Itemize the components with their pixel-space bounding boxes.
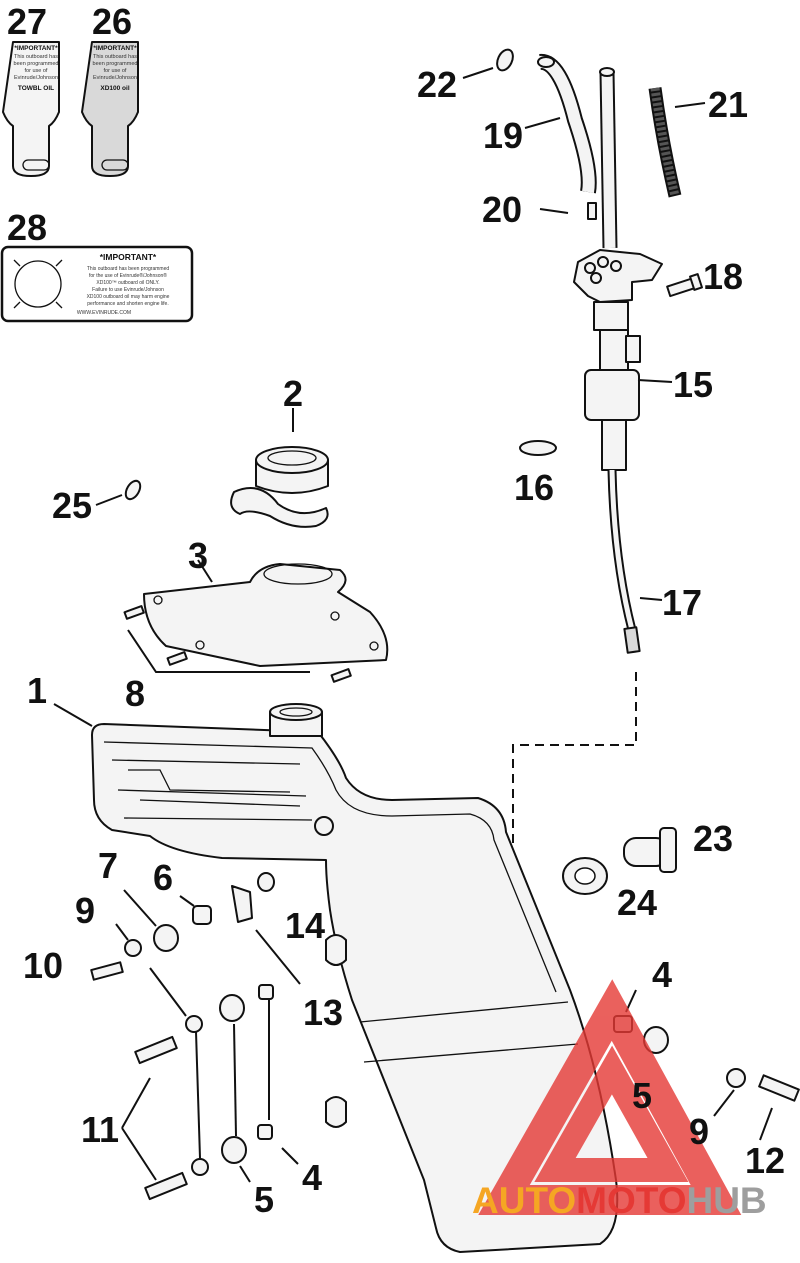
part-15-pickup (573, 249, 673, 471)
callout-25: 25 (52, 485, 92, 526)
callout-24: 24 (617, 882, 657, 923)
watermark-moto: MOTO (576, 1180, 686, 1221)
decal28-line1: *IMPORTANT* (100, 252, 157, 262)
part-11-bolts (121, 1035, 188, 1201)
part-24-grommet (562, 857, 608, 895)
callout-22: 22 (417, 64, 457, 105)
decal27-line3: been programmed (14, 61, 59, 67)
callout-19: 19 (483, 115, 523, 156)
part-9-washers-lower (149, 967, 209, 1176)
part-17-tube (607, 469, 663, 654)
callout-4-right: 4 (652, 954, 672, 995)
callout-12: 12 (745, 1140, 785, 1181)
decal-28: *IMPORTANT* This outboard has been progr… (0, 245, 194, 323)
callout-8: 8 (125, 673, 145, 714)
part-23-fitting (623, 827, 677, 873)
part-2-filler-cap (230, 408, 329, 528)
callout-21: 21 (708, 84, 748, 125)
part-4-stud-left (257, 984, 299, 1165)
watermark-text: AUTOMOTOHUB (472, 1180, 767, 1221)
decal28-line7: performance and shorten engine life. (87, 301, 168, 307)
part-9-washer-right (713, 1068, 746, 1117)
callout-23: 23 (693, 818, 733, 859)
decal28-line8: WWW.EVINRUDE.COM (77, 310, 131, 316)
decal-26: *IMPORTANT* This outboard has been progr… (81, 41, 139, 177)
decal-27: *IMPORTANT* This outboard has been progr… (2, 41, 60, 177)
decal26-line1: *IMPORTANT* (93, 45, 137, 52)
callout-17: 17 (662, 582, 702, 623)
decal28-line2: This outboard has been programmed (87, 266, 169, 272)
watermark-logo (478, 979, 742, 1215)
part-1-oil-tank (53, 703, 619, 1253)
part-8-screws (123, 605, 352, 683)
decal26-line4: for use of (104, 68, 127, 74)
callout-28: 28 (7, 207, 47, 248)
callout-5-right: 5 (632, 1075, 652, 1116)
part-10-bolt (90, 961, 124, 981)
part-21-sleeve (648, 87, 706, 198)
part-13-clip (231, 885, 301, 985)
watermark-hub: HUB (686, 1180, 766, 1221)
part-9-washer-left (115, 923, 142, 957)
part-6-grommet (179, 895, 212, 925)
part-7-bushing (123, 889, 179, 952)
callout-15: 15 (673, 364, 713, 405)
callout-27: 27 (7, 1, 47, 42)
callout-14: 14 (285, 905, 325, 946)
decal27-line2: This outboard has (14, 54, 58, 60)
part-12-bolt (758, 1074, 800, 1141)
decal27-line1: *IMPORTANT* (14, 45, 58, 52)
decal26-line5: Evinrude/Johnson (93, 75, 137, 81)
watermark-auto: AUTO (472, 1180, 576, 1221)
callout-1: 1 (27, 670, 47, 711)
part-14-washer (257, 872, 275, 892)
decal26-line6: XD100 oil (100, 85, 129, 92)
decal28-line4: XD100™ outboard oil ONLY. (96, 280, 159, 286)
decal26-line2: This outboard has (93, 54, 137, 60)
callout-4-left: 4 (302, 1157, 322, 1198)
callout-3: 3 (188, 535, 208, 576)
part-18-bolt (666, 273, 703, 298)
decal26-line3: been programmed (93, 61, 138, 67)
part-22-clamp (462, 48, 514, 79)
callout-10: 10 (23, 945, 63, 986)
callout-9-right: 9 (689, 1111, 709, 1152)
part-3-bracket (143, 559, 389, 667)
part-5-grommet-left (219, 994, 251, 1183)
part-16-disc (519, 440, 557, 456)
decal28-line5: Failure to use Evinrude/Johnson (92, 287, 164, 293)
assembly-dash-line (512, 672, 637, 880)
callout-2: 2 (283, 373, 303, 414)
decal27-line6: TOWBL OIL (18, 85, 54, 92)
callout-6: 6 (153, 857, 173, 898)
callout-20: 20 (482, 189, 522, 230)
part-19-hose (524, 54, 618, 249)
callout-11: 11 (81, 1109, 119, 1150)
callout-16: 16 (514, 467, 554, 508)
decal28-line3: for the use of Evinrude®/Johnson® (89, 272, 167, 279)
decal27-line5: Evinrude/Johnson (14, 75, 58, 81)
callout-13: 13 (303, 992, 343, 1033)
callout-labels: 27 26 28 22 19 21 20 18 15 16 17 2 25 3 … (7, 1, 785, 1220)
part-20-screw (539, 202, 597, 220)
callout-7: 7 (98, 845, 118, 886)
callout-26: 26 (92, 1, 132, 42)
part-25-clip (95, 479, 142, 506)
decal27-line4: for use of (25, 68, 48, 74)
callout-18: 18 (703, 256, 743, 297)
decal28-line6: XD100 outboard oil may harm engine (87, 294, 170, 300)
callout-5-left: 5 (254, 1179, 274, 1220)
callout-9-left: 9 (75, 890, 95, 931)
